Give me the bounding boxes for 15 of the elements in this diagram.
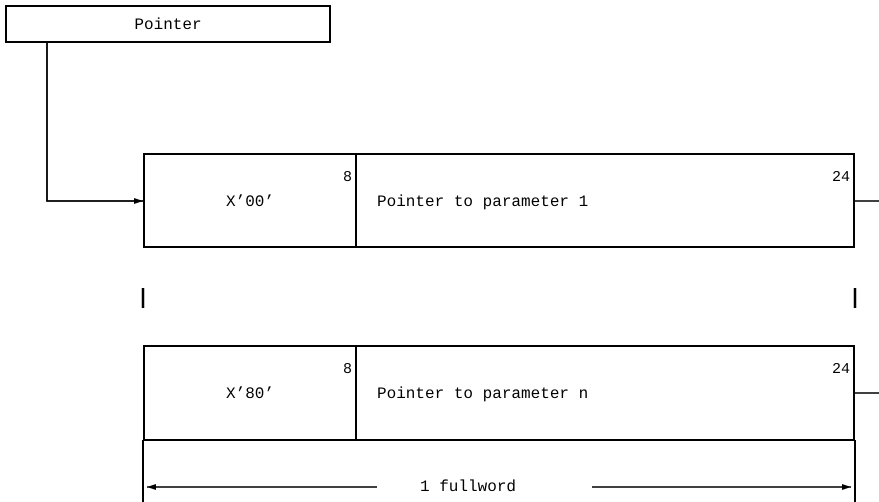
pointer-box (5, 5, 331, 43)
bit-position-number: 8 (342, 361, 352, 378)
field-label: Pointer to parameter 1 (377, 192, 588, 210)
bit-position-number: 24 (832, 169, 850, 186)
field-label: X’80’ (224, 385, 275, 403)
pointer-label: Pointer (133, 16, 203, 34)
field-cell (143, 153, 357, 248)
bit-position-number: 8 (342, 169, 352, 186)
field-label: X’00’ (224, 192, 275, 210)
field-cell (355, 345, 855, 441)
field-label: Pointer to parameter n (377, 385, 588, 403)
arrow (46, 43, 143, 204)
bit-position-number: 24 (832, 361, 850, 378)
field-cell (143, 345, 357, 441)
field-cell (355, 153, 855, 248)
